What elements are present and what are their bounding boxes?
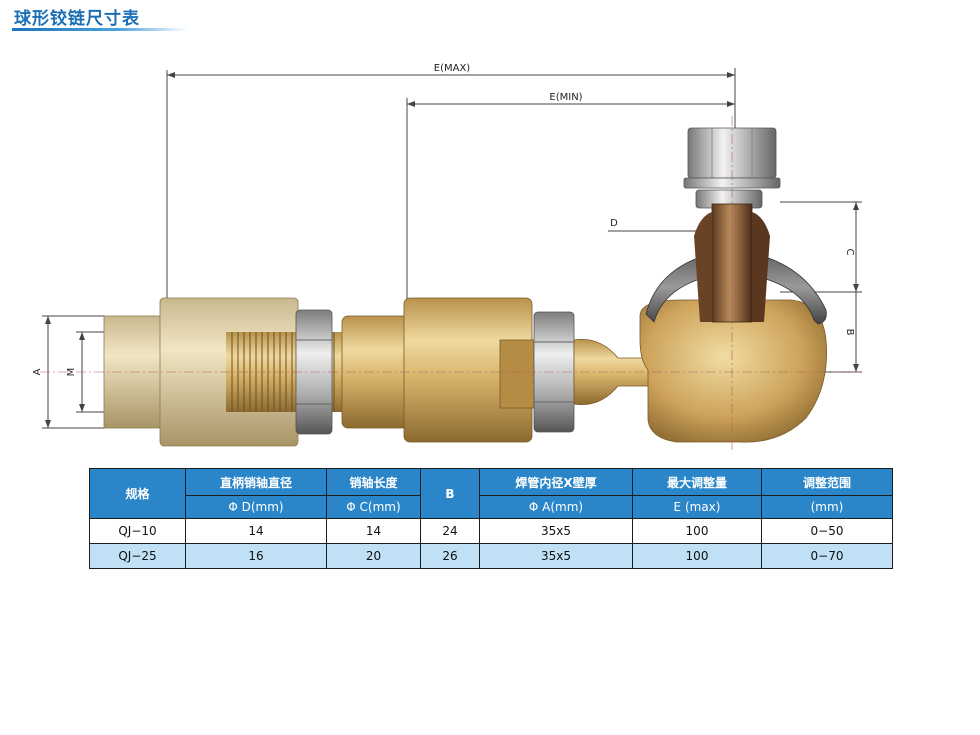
cell-shank-diameter: 16: [185, 543, 327, 569]
dimension-arrows: [45, 72, 859, 428]
header-tube-unit: Φ A(mm): [479, 495, 633, 519]
header-shank-diameter: 直柄销轴直径: [185, 468, 327, 496]
dim-label-d: D: [610, 218, 618, 229]
cell-tube: 35x5: [479, 518, 633, 544]
header-pin-length: 销轴长度: [326, 468, 421, 496]
header-adjust-range-unit: (mm): [761, 495, 893, 519]
cell-adjust-range: 0−70: [761, 543, 893, 569]
cell-adjust-range: 0−50: [761, 518, 893, 544]
cell-tube: 35x5: [479, 543, 633, 569]
cell-pin-length: 14: [326, 518, 421, 544]
header-max-adjust-unit: E (max): [632, 495, 762, 519]
header-pin-length-unit: Φ C(mm): [326, 495, 421, 519]
cell-shank-diameter: 14: [185, 518, 327, 544]
dim-label-b: B: [844, 329, 855, 336]
cell-max-adjust: 100: [632, 518, 762, 544]
header-spec: 规格: [89, 468, 186, 519]
ball-joint-diagram: E(MAX) E(MIN) D C B A M: [32, 63, 862, 450]
dim-label-e-max: E(MAX): [434, 63, 471, 74]
title-underline: [12, 28, 188, 31]
dim-label-m: M: [66, 368, 77, 377]
header-tube: 焊管内径X壁厚: [479, 468, 633, 496]
header-b: B: [420, 468, 480, 519]
cell-b: 24: [420, 518, 480, 544]
cell-spec: QJ−10: [89, 518, 186, 544]
cell-b: 26: [420, 543, 480, 569]
header-max-adjust: 最大调整量: [632, 468, 762, 496]
spec-table: 规格 直柄销轴直径 销轴长度 B 焊管内径X壁厚 最大调整量 调整范围 Φ D(…: [89, 468, 893, 569]
dim-label-e-min: E(MIN): [549, 92, 582, 103]
cell-spec: QJ−25: [89, 543, 186, 569]
table-row: QJ−25 16 20 26 35x5 100 0−70: [89, 543, 893, 569]
table-row: QJ−10 14 14 24 35x5 100 0−50: [89, 518, 893, 544]
page-title: 球形铰链尺寸表: [14, 9, 140, 29]
header-adjust-range: 调整范围: [761, 468, 893, 496]
dim-label-a: A: [32, 368, 43, 375]
header-shank-diameter-unit: Φ D(mm): [185, 495, 327, 519]
cell-pin-length: 20: [326, 543, 421, 569]
dim-label-c: C: [844, 249, 855, 256]
cell-max-adjust: 100: [632, 543, 762, 569]
